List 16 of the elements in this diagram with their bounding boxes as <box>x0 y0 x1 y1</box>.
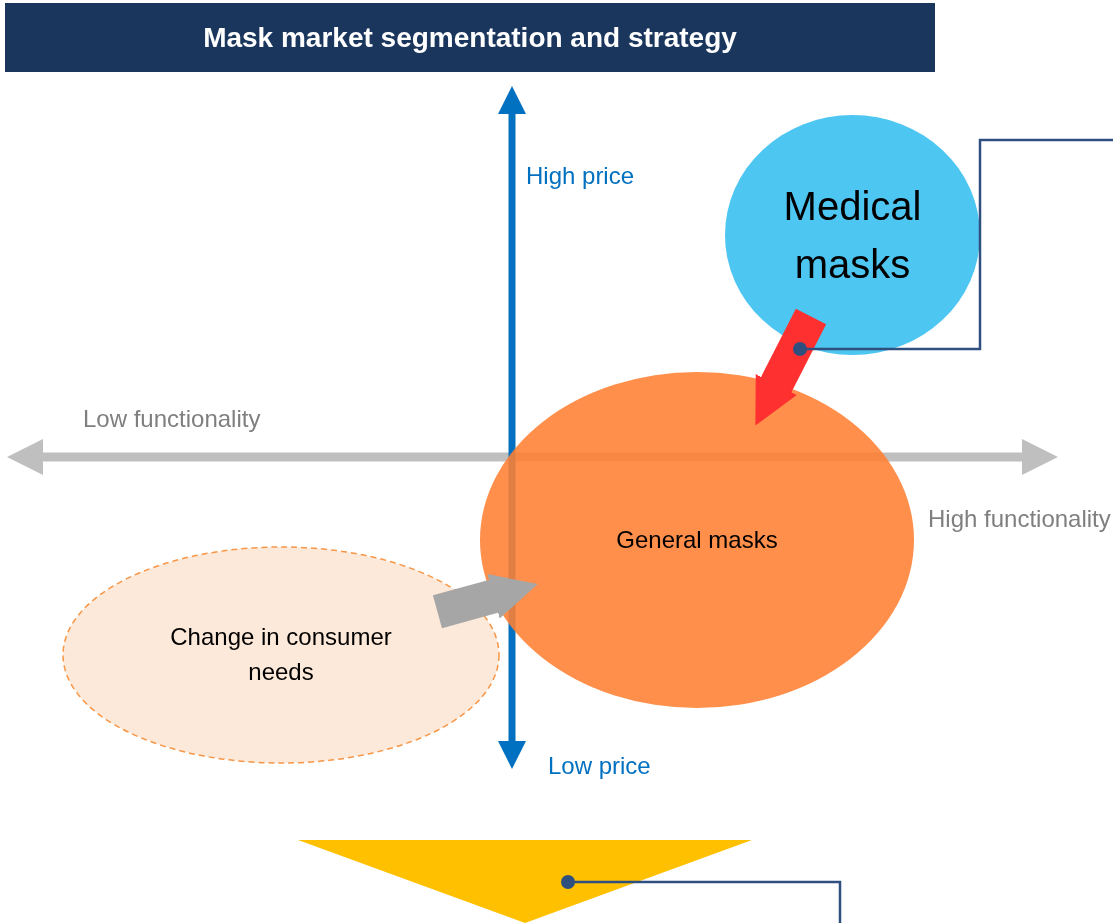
needs-ellipse <box>63 547 499 763</box>
triangle-shape <box>298 840 752 923</box>
segment-label: General masks <box>616 524 778 555</box>
segment-label: Medical masks <box>782 183 923 288</box>
leader-line <box>793 138 1113 356</box>
block-arrow <box>432 574 538 629</box>
segment-label: Change in consumer needs <box>169 622 393 687</box>
block-arrow <box>755 308 827 426</box>
axis-label: Low functionality <box>83 404 261 434</box>
title-bar: Mask market segmentation and strategy <box>5 3 935 72</box>
segment-circle <box>725 115 980 355</box>
leader-line <box>561 875 842 923</box>
axis-label: Low price <box>548 751 651 781</box>
axis-label: High functionality <box>928 504 1111 534</box>
segment-ellipse <box>480 372 914 708</box>
axis-label: High price <box>526 161 635 191</box>
